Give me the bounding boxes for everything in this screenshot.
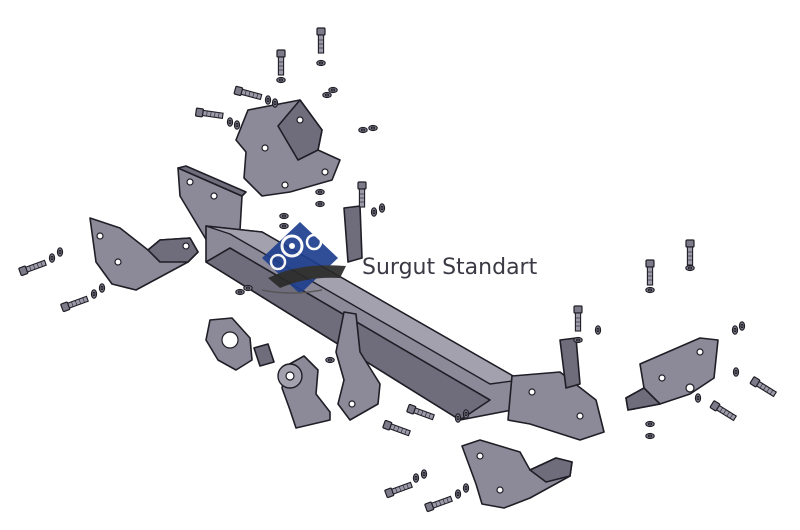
top-mounting-bracket — [235, 99, 341, 197]
bolt-set-left — [18, 247, 106, 313]
watermark-text: Surgut Standart — [362, 255, 538, 280]
right-side-bracket — [625, 337, 719, 411]
bolt-set-right — [573, 239, 778, 440]
left-side-bracket — [89, 217, 199, 291]
tow-eye-plate — [205, 317, 275, 371]
bottom-mounting-bracket — [461, 439, 573, 509]
gears-and-car-logo-icon — [261, 222, 346, 294]
tow-ball-assembly — [277, 355, 331, 429]
main-crossbar — [177, 165, 605, 441]
